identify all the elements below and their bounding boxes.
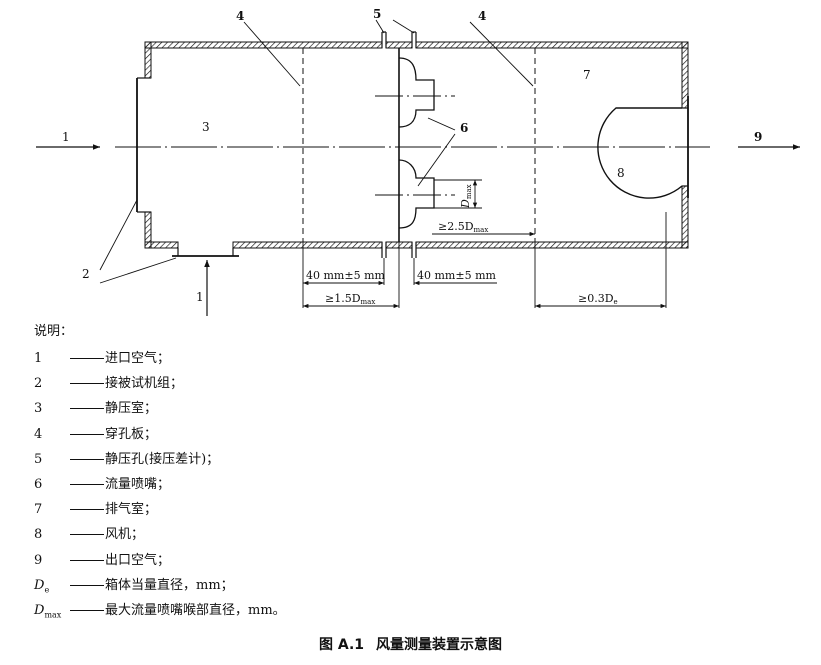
dim-gap-right: 40 mm±5 mm — [417, 269, 496, 282]
legend-dash — [70, 509, 104, 511]
flow-arrows — [36, 144, 800, 316]
legend-text: 接被试机组； — [105, 376, 184, 392]
legend-item: 3 静压室； — [34, 396, 286, 421]
legend-title: 说明： — [34, 324, 74, 339]
dim-0-3-de: ≥0.3De — [578, 292, 618, 306]
dim-2-5-dmax: ≥2.5Dmax — [438, 220, 488, 234]
figure-label: 图 A.1 — [318, 637, 365, 653]
legend-text: 箱体当量直径，mm； — [105, 577, 234, 593]
legend-dash — [70, 609, 104, 611]
chamber-walls — [144, 41, 689, 249]
legend-dash — [70, 408, 104, 410]
dim-gap-left: 40 mm±5 mm — [306, 269, 385, 282]
static-pressure-taps-bottom — [381, 242, 417, 258]
legend-text: 进口空气； — [105, 351, 171, 366]
dimension-labels: 40 mm±5 mm 40 mm±5 mm ≥1.5Dmax ≥2.5Dmax … — [306, 184, 618, 306]
legend-text: 静压孔(接压差计)； — [105, 451, 220, 467]
callout-7: 7 — [583, 68, 591, 82]
legend-symbol-dmax: Dmax 最大流量喷嘴喉部直径，mm。 — [34, 598, 286, 623]
callouts: 1 2 3 4 4 5 6 7 8 9 1 — [62, 7, 762, 304]
figure-caption: 图 A.1 风量测量装置示意图 — [0, 634, 821, 654]
callout-3: 3 — [202, 120, 210, 134]
legend-dash — [70, 433, 104, 435]
bottom-inlet — [172, 248, 239, 257]
fan-housing — [597, 107, 683, 199]
legend-dash — [70, 458, 104, 460]
legend-key: 8 — [34, 527, 43, 543]
legend-text: 出口空气； — [105, 552, 171, 568]
legend-dash — [70, 559, 104, 561]
legend-symbol-key: De — [34, 577, 50, 595]
dimension-lines — [302, 179, 667, 309]
callout-8: 8 — [617, 166, 625, 180]
legend-text: 排气室； — [105, 502, 158, 518]
legend-symbol-de: De 箱体当量直径，mm； — [34, 573, 286, 598]
callout-5: 5 — [373, 7, 381, 21]
legend-item: 4 穿孔板； — [34, 422, 286, 447]
legend-key: 6 — [34, 476, 43, 492]
legend-text: 穿孔板； — [105, 426, 158, 442]
legend-key: 9 — [34, 552, 43, 568]
figure-title: 风量测量装置示意图 — [376, 637, 503, 653]
legend-item: 6 流量喷嘴； — [34, 472, 286, 497]
legend-key: 2 — [34, 376, 43, 392]
inlet-flange — [136, 77, 151, 213]
dim-dmax-vertical: Dmax — [459, 184, 473, 209]
callout-6: 6 — [460, 121, 468, 135]
callout-2: 2 — [82, 267, 90, 281]
legend-dash — [70, 584, 104, 586]
legend-text: 流量喷嘴； — [105, 476, 171, 492]
legend: 1 进口空气； 2 接被试机组； 3 静压室； 4 穿孔板； 5 静压孔(接压差计)； 6… — [34, 346, 286, 623]
leader-lines — [99, 19, 534, 284]
callout-1-bottom: 1 — [196, 290, 204, 304]
airflow-measurement-diagram: 1 2 3 4 4 5 6 7 8 9 1 40 mm±5 mm 40 mm±5… — [36, 7, 800, 316]
callout-4-right: 4 — [478, 9, 486, 23]
legend-item: 8 风机； — [34, 522, 286, 547]
legend-item: 7 排气室； — [34, 497, 286, 522]
legend-dash — [70, 358, 104, 359]
legend-key: 7 — [34, 502, 43, 518]
legend-key: 5 — [34, 451, 43, 467]
legend-text: 风机； — [105, 527, 145, 543]
legend-item: 2 接被试机组； — [34, 371, 286, 396]
legend-dash — [70, 534, 104, 536]
legend-item: 9 出口空气； — [34, 548, 286, 573]
static-pressure-taps-top — [381, 31, 417, 48]
legend-key: 3 — [34, 401, 43, 417]
legend-key: 4 — [34, 426, 43, 442]
nozzle-plate — [398, 48, 435, 242]
legend-dash — [70, 383, 104, 385]
callout-4-left: 4 — [236, 9, 244, 23]
legend-text: 最大流量喷嘴喉部直径，mm。 — [105, 602, 286, 618]
legend-item: 5 静压孔(接压差计)； — [34, 447, 286, 472]
perforated-plates — [302, 48, 536, 242]
callout-9: 9 — [754, 130, 762, 144]
legend-key: 1 — [34, 351, 43, 366]
legend-symbol-key: Dmax — [34, 602, 62, 620]
legend-item: 1 进口空气； — [34, 346, 286, 371]
center-lines — [115, 95, 710, 196]
legend-dash — [70, 483, 104, 485]
legend-text: 静压室； — [105, 401, 158, 417]
dim-1-5-dmax: ≥1.5Dmax — [325, 292, 375, 306]
callout-1-inlet: 1 — [62, 130, 70, 144]
